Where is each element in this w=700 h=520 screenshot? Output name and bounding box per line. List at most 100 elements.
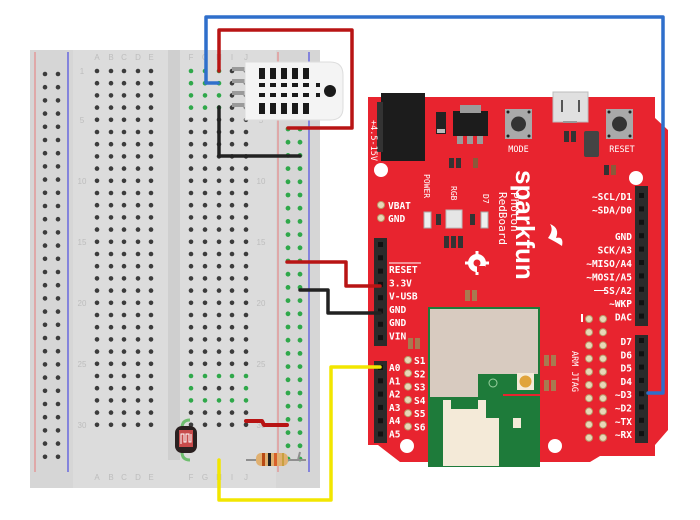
breadboard-hole[interactable] — [148, 227, 154, 232]
breadboard-hole[interactable] — [216, 239, 222, 245]
breadboard-hole[interactable] — [121, 300, 127, 306]
breadboard-hole[interactable] — [202, 373, 208, 379]
breadboard-hole[interactable] — [94, 349, 100, 354]
breadboard-hole[interactable] — [108, 361, 114, 367]
breadboard-hole[interactable] — [148, 202, 154, 208]
rail-hole[interactable] — [42, 309, 48, 314]
rail-hole[interactable] — [55, 164, 61, 169]
breadboard-hole[interactable] — [243, 141, 249, 147]
breadboard-hole[interactable] — [229, 251, 235, 257]
breadboard-hole[interactable] — [148, 215, 154, 220]
breadboard-hole[interactable] — [202, 349, 208, 354]
breadboard-hole[interactable] — [108, 276, 114, 281]
breadboard-hole[interactable] — [148, 239, 154, 245]
header-pin[interactable] — [639, 431, 644, 437]
breadboard-hole[interactable] — [188, 373, 194, 379]
breadboard-hole[interactable] — [243, 202, 249, 208]
breadboard-hole[interactable] — [229, 324, 235, 330]
header-pin[interactable] — [639, 193, 644, 198]
breadboard-hole[interactable] — [148, 288, 154, 293]
breadboard-hole[interactable] — [243, 398, 249, 403]
rail-hole[interactable] — [55, 269, 61, 275]
rail-hole[interactable] — [42, 98, 48, 103]
breadboard-hole[interactable] — [121, 337, 127, 342]
rail-hole[interactable] — [42, 362, 48, 367]
breadboard-hole[interactable] — [148, 410, 154, 415]
rail-hole[interactable] — [297, 139, 303, 145]
rail-hole[interactable] — [297, 232, 303, 238]
breadboard-hole[interactable] — [94, 80, 100, 86]
rail-hole[interactable] — [297, 430, 303, 435]
breadboard-hole[interactable] — [108, 227, 114, 232]
header-pin[interactable] — [378, 242, 383, 247]
rail-hole[interactable] — [297, 271, 303, 277]
breadboard-hole[interactable] — [121, 178, 127, 184]
rail-hole[interactable] — [297, 245, 303, 251]
breadboard-hole[interactable] — [229, 190, 235, 196]
rail-hole[interactable] — [55, 401, 61, 407]
breadboard-hole[interactable] — [108, 312, 114, 318]
breadboard-hole[interactable] — [94, 300, 100, 306]
breadboard-hole[interactable] — [94, 129, 100, 135]
rail-hole[interactable] — [297, 351, 303, 356]
breadboard-hole[interactable] — [243, 215, 249, 220]
breadboard-hole[interactable] — [243, 227, 249, 232]
breadboard-hole[interactable] — [216, 385, 222, 391]
breadboard-hole[interactable] — [229, 422, 235, 428]
breadboard-hole[interactable] — [121, 288, 127, 293]
breadboard-hole[interactable] — [229, 239, 235, 245]
breadboard-hole[interactable] — [216, 300, 222, 306]
rail-hole[interactable] — [55, 388, 61, 394]
breadboard-hole[interactable] — [135, 373, 141, 379]
breadboard-hole[interactable] — [243, 422, 249, 428]
header-pin[interactable] — [639, 206, 644, 212]
breadboard-hole[interactable] — [148, 117, 154, 123]
breadboard-hole[interactable] — [216, 410, 222, 415]
rail-hole[interactable] — [42, 414, 48, 420]
rail-hole[interactable] — [42, 296, 48, 301]
breadboard-hole[interactable] — [216, 373, 222, 379]
reset-button[interactable] — [606, 109, 633, 139]
breadboard-hole[interactable] — [188, 337, 194, 342]
breadboard-hole[interactable] — [94, 166, 100, 171]
rail-hole[interactable] — [297, 205, 303, 211]
breadboard-hole[interactable] — [202, 288, 208, 293]
breadboard-hole[interactable] — [94, 288, 100, 293]
breadboard-hole[interactable] — [121, 349, 127, 354]
breadboard-hole[interactable] — [216, 337, 222, 342]
breadboard-hole[interactable] — [229, 410, 235, 415]
breadboard-hole[interactable] — [121, 93, 127, 98]
breadboard-hole[interactable] — [108, 93, 114, 98]
header-pin[interactable] — [639, 246, 644, 252]
mode-button-cap[interactable] — [511, 116, 526, 132]
breadboard-hole[interactable] — [108, 190, 114, 196]
rail-hole[interactable] — [42, 256, 48, 262]
breadboard-hole[interactable] — [148, 373, 154, 379]
breadboard-hole[interactable] — [108, 288, 114, 293]
breadboard-hole[interactable] — [243, 373, 249, 379]
header-pin[interactable] — [378, 431, 383, 437]
breadboard-hole[interactable] — [229, 141, 235, 147]
breadboard-hole[interactable] — [229, 361, 235, 367]
rail-hole[interactable] — [285, 364, 291, 369]
breadboard-hole[interactable] — [216, 178, 222, 184]
breadboard-hole[interactable] — [135, 80, 141, 86]
rail-hole[interactable] — [297, 417, 303, 422]
breadboard-hole[interactable] — [243, 263, 249, 269]
breadboard-hole[interactable] — [202, 105, 208, 110]
breadboard-hole[interactable] — [229, 117, 235, 123]
wire-red-photocell[interactable] — [244, 419, 289, 427]
rail-hole[interactable] — [55, 256, 61, 262]
breadboard-hole[interactable] — [229, 398, 235, 403]
breadboard-hole[interactable] — [243, 385, 249, 391]
breadboard-hole[interactable] — [188, 361, 194, 367]
breadboard-hole[interactable] — [135, 215, 141, 220]
breadboard-hole[interactable] — [243, 312, 249, 318]
rail-hole[interactable] — [55, 309, 61, 314]
breadboard-hole[interactable] — [94, 105, 100, 110]
rail-hole[interactable] — [42, 441, 48, 446]
rail-hole[interactable] — [42, 282, 48, 288]
breadboard-hole[interactable] — [121, 312, 127, 318]
breadboard-hole[interactable] — [94, 202, 100, 208]
rail-hole[interactable] — [297, 377, 303, 383]
